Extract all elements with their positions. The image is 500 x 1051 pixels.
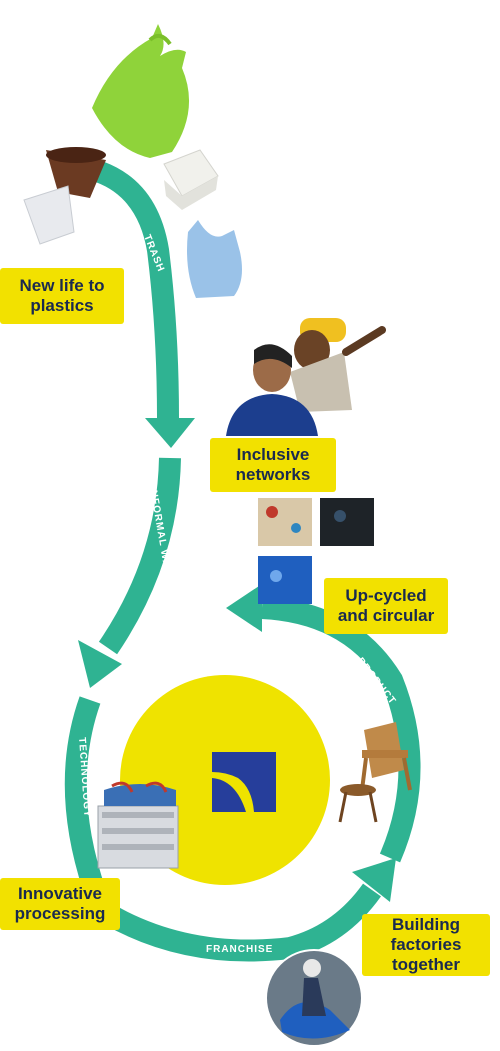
brand-logo-icon — [212, 752, 276, 812]
bubble-building: Building factories together — [362, 914, 490, 976]
bubble-building-line1: Building — [392, 915, 460, 934]
bubble-inclusive-line1: Inclusive — [236, 445, 310, 464]
waste-workers-photo — [226, 318, 386, 436]
bubble-inclusive: Inclusive networks — [210, 438, 336, 492]
bubble-new-life-line2: plastics — [30, 296, 94, 315]
bubble-innovative: Innovative processing — [0, 878, 120, 930]
factory-worker-photo — [265, 949, 363, 1047]
flow-label-franchise: FRANCHISE — [206, 944, 274, 955]
bubble-inclusive-line2: networks — [235, 465, 311, 484]
arrow-trash-head — [145, 418, 195, 448]
bubble-innovative-line2: processing — [14, 904, 106, 923]
foam-food-box — [163, 149, 219, 210]
arrow-informal-head — [78, 640, 122, 688]
arrow-product — [261, 597, 421, 863]
arrow-franchise-head — [352, 858, 396, 902]
bubble-innovative-line1: Innovative — [17, 884, 103, 903]
green-plastic-bag — [92, 24, 190, 158]
recycled-plastic-tiles — [258, 498, 374, 604]
bubble-new-life: New life to plastics — [0, 268, 124, 324]
bubble-building-line2: factories — [390, 935, 462, 954]
arrow-informal — [98, 457, 181, 655]
press-machine — [97, 781, 179, 869]
blue-plastic-bag — [187, 220, 242, 298]
bubble-upcycled: Up-cycled and circular — [324, 578, 448, 634]
bubble-new-life-line1: New life to — [19, 276, 105, 295]
arrow-technology — [64, 696, 109, 904]
arrow-trash — [95, 161, 179, 419]
brown-plastic-cup — [46, 147, 106, 198]
bubble-upcycled-line2: and circular — [337, 606, 435, 625]
bubble-building-line3: together — [392, 955, 460, 974]
wooden-chairs — [338, 722, 412, 823]
arrow-franchise — [104, 883, 381, 962]
white-plastic-cup — [23, 185, 75, 245]
bubble-upcycled-line1: Up-cycled — [345, 586, 427, 605]
arrow-product-head — [226, 584, 262, 632]
